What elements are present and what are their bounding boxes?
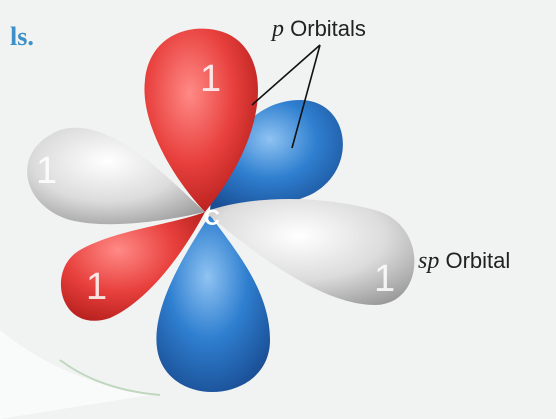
sp-orbital-text: Orbital [445, 248, 510, 273]
sp-orbital-label: sp Orbital [418, 248, 510, 275]
lobe-sign-white-right: 1 [374, 258, 395, 301]
p-orbitals-label: p Orbitals [272, 16, 366, 43]
carbon-atom-label: C [204, 205, 220, 231]
sp-orbital-prefix: sp [418, 248, 439, 274]
p-orbitals-prefix: p [272, 16, 284, 42]
lobe-sign-red-lower: 1 [86, 266, 107, 309]
lobe-sign-red-upper: 1 [200, 58, 221, 101]
lobe-sign-white-left: 1 [36, 150, 57, 193]
p-orbitals-text: Orbitals [290, 16, 366, 41]
heading-fragment: ls. [10, 22, 34, 52]
